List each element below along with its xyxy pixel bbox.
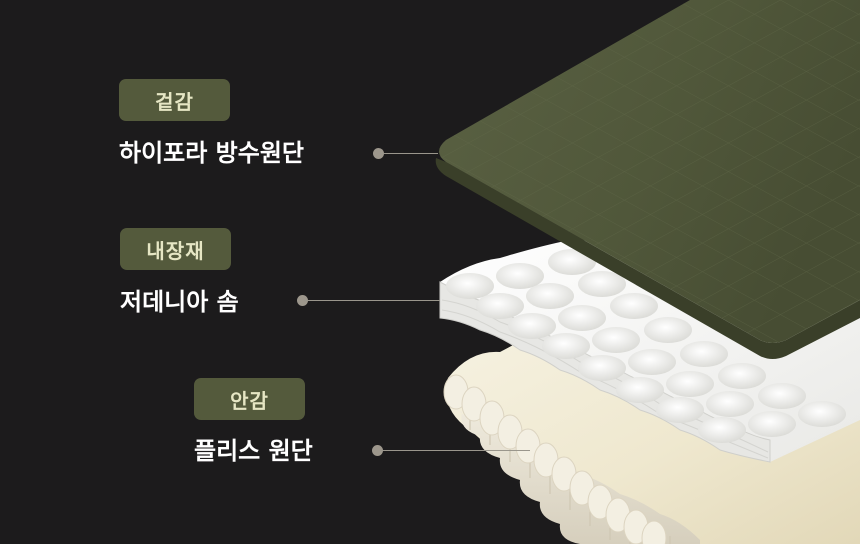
outer-layer-graphic xyxy=(435,0,860,359)
filling-leader-line xyxy=(304,300,440,301)
inner-category-badge: 안감 xyxy=(194,378,305,420)
filling-leader-dot xyxy=(297,295,308,306)
outer-leader-line xyxy=(380,153,438,154)
filling-material-name: 저데니아 솜 xyxy=(120,288,239,316)
outer-material-name: 하이포라 방수원단 xyxy=(119,139,304,167)
outer-category-badge: 겉감 xyxy=(119,79,230,121)
outer-leader-dot xyxy=(373,148,384,159)
inner-material-name: 플리스 원단 xyxy=(194,437,313,465)
inner-leader-dot xyxy=(372,445,383,456)
filling-category-badge: 내장재 xyxy=(120,228,231,270)
inner-leader-line xyxy=(380,450,530,451)
